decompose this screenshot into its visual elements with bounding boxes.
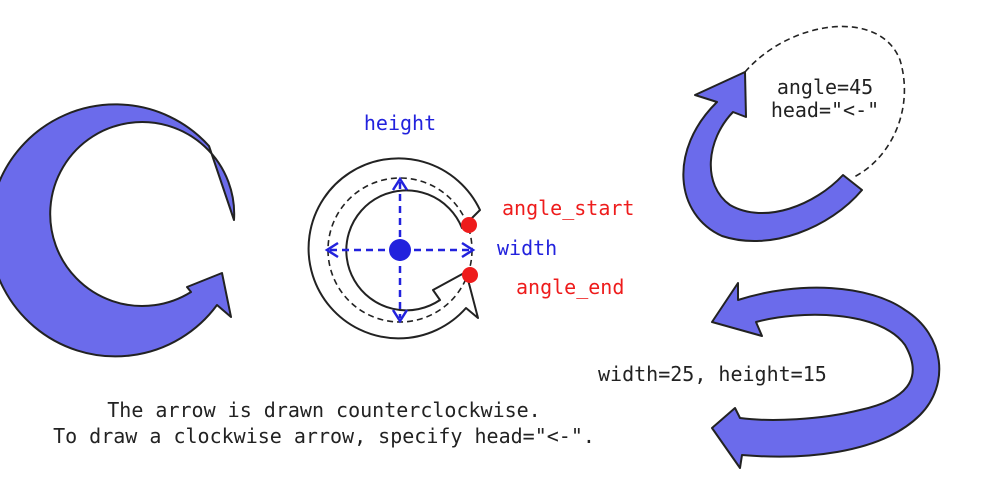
angle-annotation: angle=45 — [777, 75, 873, 99]
angle-end-label: angle_end — [516, 275, 624, 299]
basic-arc-arrow — [0, 103, 236, 358]
caption-line-1: The arrow is drawn counterclockwise. — [107, 398, 540, 422]
caption-line-2: To draw a clockwise arrow, specify head=… — [53, 424, 595, 448]
two-head-arrow — [711, 282, 941, 469]
rotated-arrow-example: angle=45 head="<-" — [682, 25, 906, 243]
angle-start-label: angle_start — [502, 196, 634, 220]
angle-end-marker — [462, 267, 478, 283]
height-dimension — [391, 176, 409, 324]
height-label: height — [364, 111, 436, 135]
width-label: width — [497, 236, 557, 260]
head-annotation: head="<-" — [771, 98, 879, 122]
rotated-arrow-dashed-path — [744, 25, 906, 179]
angle-start-marker — [461, 217, 477, 233]
width-dimension — [324, 241, 476, 259]
arrow-anatomy: height width angle_start angle_end — [307, 111, 634, 340]
size-annotation: width=25, height=15 — [598, 362, 827, 386]
center-point — [389, 239, 411, 261]
anatomy-arrow-outline — [307, 157, 481, 340]
rotated-arrow — [682, 71, 863, 243]
two-head-arrow-example: width=25, height=15 — [598, 282, 941, 469]
